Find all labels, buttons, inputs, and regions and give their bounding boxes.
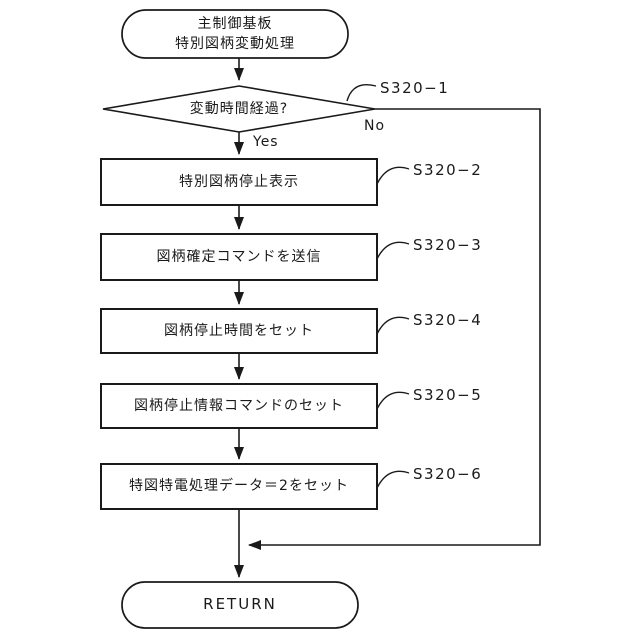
step-ref-s320-3: S320−3 <box>413 236 483 254</box>
process-box-4-shape <box>100 383 378 429</box>
start-terminal-line1: 主制御基板 <box>197 15 273 32</box>
process-box-3-label: 図柄停止時間をセット <box>164 322 314 339</box>
start-terminal: 主制御基板 特別図柄変動処理 <box>122 10 348 58</box>
leader-s320-6 <box>376 470 410 489</box>
step-ref-s320-4: S320−4 <box>413 311 483 329</box>
return-terminal: RETURN <box>203 595 277 614</box>
no-branch-label: No <box>364 118 386 134</box>
process-box-4-label: 図柄停止情報コマンドのセット <box>134 397 344 414</box>
leader-s320-1 <box>346 83 377 102</box>
start-terminal-shape <box>121 9 349 59</box>
process-box-2-label: 図柄確定コマンドを送信 <box>156 248 322 265</box>
start-terminal-line2: 特別図柄変動処理 <box>175 36 295 52</box>
leader-s320-2 <box>376 166 410 185</box>
process-box-3-shape <box>100 308 378 354</box>
step-ref-s320-5: S320−5 <box>413 386 483 404</box>
yes-branch-label: Yes <box>253 134 279 150</box>
process-box-2-shape <box>100 233 378 281</box>
process-box-5-label: 特図特電処理データ＝2をセット <box>129 478 349 495</box>
process-box-5-shape <box>100 463 378 510</box>
decision-question: 変動時間経過? <box>189 100 289 117</box>
decision-diamond-shape <box>102 85 376 133</box>
process-box-1-shape <box>100 158 378 206</box>
leader-s320-5 <box>376 391 410 410</box>
step-ref-s320-6: S320−6 <box>413 465 483 483</box>
process-box-1-label: 特別図柄停止表示 <box>179 173 299 190</box>
no-branch-bypass-line <box>248 108 541 550</box>
leader-s320-3 <box>376 241 410 260</box>
leader-s320-4 <box>376 316 410 335</box>
return-terminal-shape <box>121 581 359 629</box>
step-ref-s320-2: S320−2 <box>413 161 483 179</box>
step-ref-s320-1: S320−1 <box>380 79 450 97</box>
